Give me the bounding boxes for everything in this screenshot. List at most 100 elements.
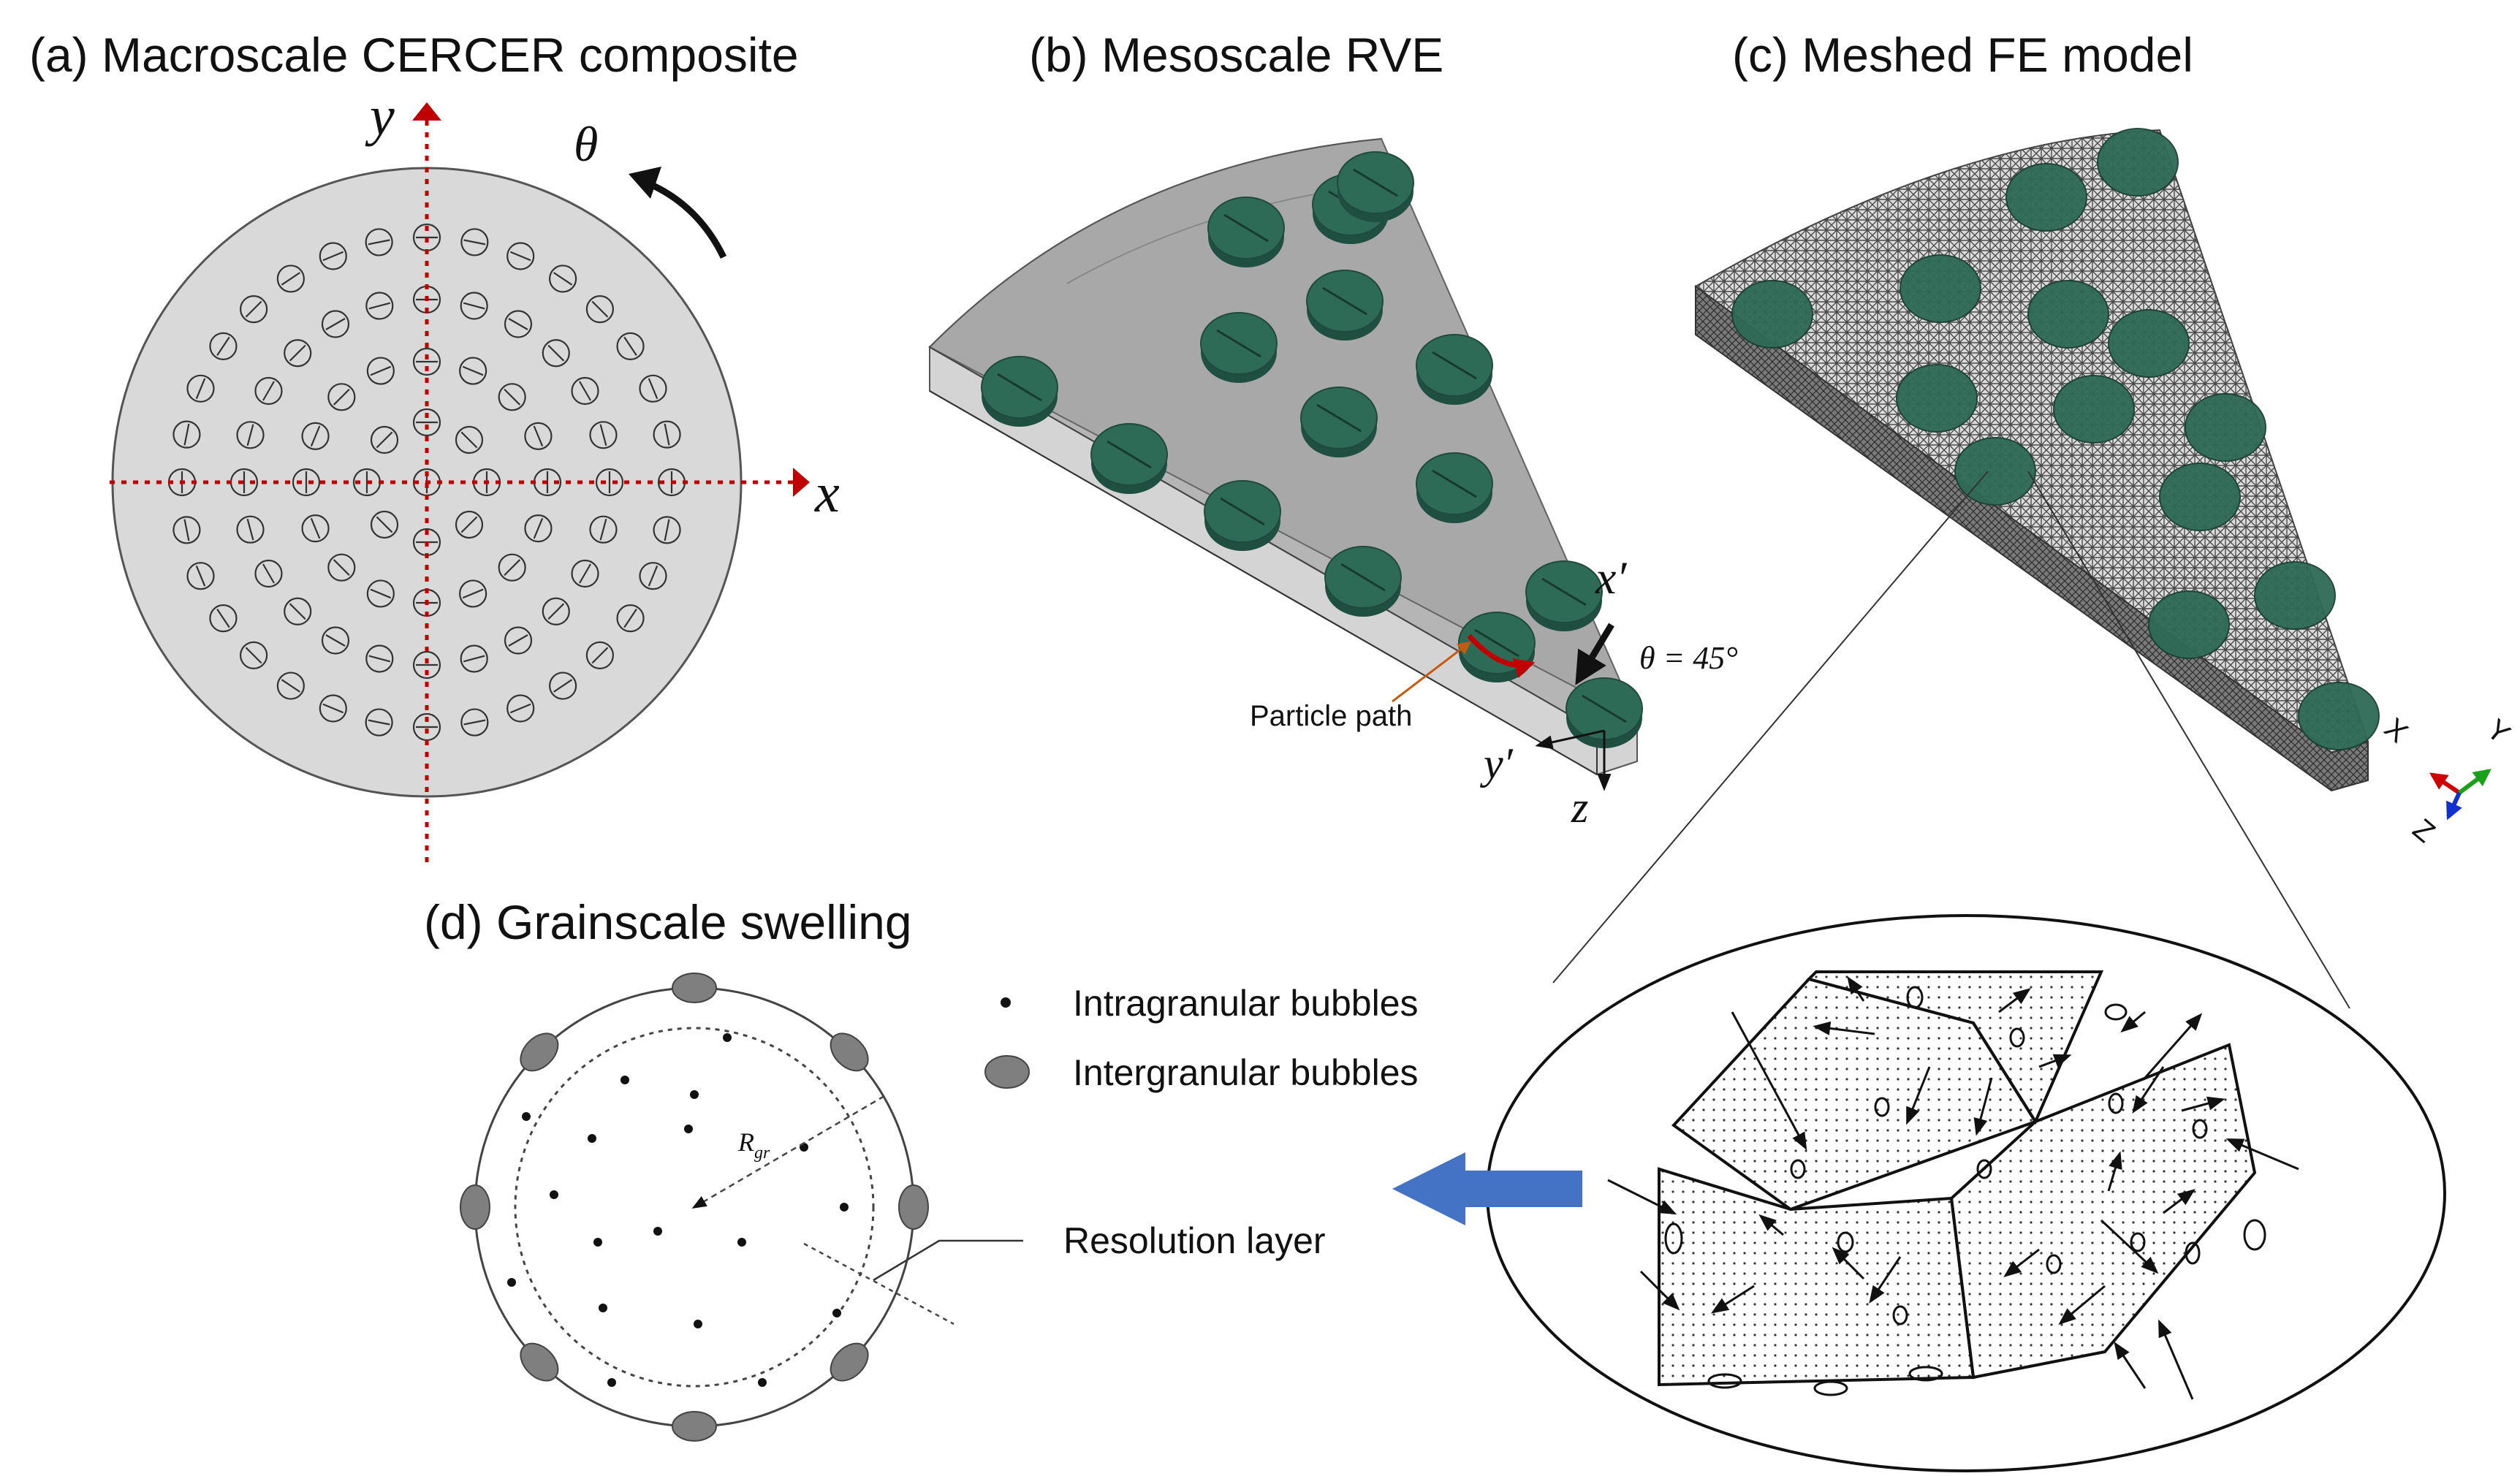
intragranular-bubble [507, 1278, 516, 1287]
fe-particle [1731, 280, 1813, 349]
macroscale-particle [412, 347, 441, 376]
macroscale-particle [327, 553, 356, 582]
intergranular-bubble [672, 973, 717, 1003]
macroscale-particle [616, 332, 645, 360]
panel-c: (c) Meshed FE model X Y Z [1392, 28, 2516, 1472]
mesoscale-particle [1324, 546, 1402, 617]
y-prime-axis-arrow [1535, 729, 1605, 750]
intragranular-bubble [522, 1112, 531, 1121]
macroscale-particle [321, 310, 350, 338]
triad-x-label: X [2378, 712, 2414, 749]
macroscale-particle [595, 468, 624, 497]
radius-label: Rgr [737, 1127, 770, 1163]
resolution-layer-label: Resolution layer [1063, 1220, 1326, 1261]
mesoscale-particle [1458, 612, 1536, 682]
macroscale-particle [504, 626, 533, 655]
macroscale-particle [455, 425, 484, 454]
panel-b-title: (b) Mesoscale RVE [1029, 28, 1443, 82]
macroscale-particle [365, 292, 394, 320]
intragranular-bubble [593, 1238, 602, 1247]
intergranular-bubble [830, 1032, 869, 1072]
macroscale-particle [186, 562, 215, 590]
macroscale-particle [549, 265, 577, 293]
macroscale-particle [616, 604, 645, 633]
macroscale-particle [542, 339, 570, 368]
theta-label: θ [574, 116, 598, 172]
intergranular-bubble [520, 1032, 559, 1072]
intra-legend-dot [1001, 997, 1011, 1008]
panel-d: (d) Grainscale swelling Rgr Resolution l… [424, 895, 1419, 1442]
fe-particle [1896, 364, 1978, 433]
intra-legend-label: Intragranular bubbles [1073, 983, 1419, 1024]
panel-b: (b) Mesoscale RVE Particle path x′ θ = 4… [927, 28, 1738, 832]
fe-particle [2053, 375, 2135, 444]
panel-a-title: (a) Macroscale CERCER composite [29, 28, 799, 82]
intragranular-bubble [840, 1203, 849, 1211]
fe-particle [2097, 128, 2179, 197]
zoom-line-left [1552, 471, 1989, 984]
macroscale-particle [319, 242, 347, 270]
fe-particle [2298, 682, 2380, 750]
particle-path-arc [1467, 634, 1536, 678]
resolution-dash-line [803, 1242, 955, 1325]
macroscale-particle [460, 708, 489, 737]
intragranular-bubble [684, 1125, 693, 1133]
mesoscale-particle [1207, 197, 1285, 267]
y-axis-label: y [365, 85, 395, 147]
intragranular-bubble [620, 1076, 629, 1084]
intergranular-bubbles [460, 973, 929, 1442]
grain-structure-sketch [1607, 970, 2299, 1400]
fe-particle [2185, 393, 2266, 462]
macroscale-particle [455, 510, 484, 539]
x-axis-arrowhead [793, 468, 810, 497]
macroscale-particle [585, 295, 614, 324]
macroscale-particle [276, 672, 305, 700]
x-prime-label: x′ [1595, 552, 1627, 604]
macroscale-particle [366, 357, 395, 385]
mesoscale-particle [1416, 452, 1493, 523]
intragranular-bubble [550, 1190, 558, 1199]
mesoscale-particle [1300, 387, 1378, 457]
macroscale-particle [365, 228, 393, 256]
fe-particle [2148, 590, 2230, 659]
macroscale-particle [459, 357, 487, 385]
y-prime-label: y′ [1479, 739, 1514, 788]
macroscale-particle [639, 374, 667, 403]
rotation-arrow [645, 179, 727, 259]
fe-particle [2005, 163, 2087, 232]
panel-c-title: (c) Meshed FE model [1732, 28, 2193, 82]
intergranular-bubble [898, 1184, 929, 1230]
macroscale-particle [366, 579, 395, 608]
macroscale-particle [236, 421, 265, 449]
inter-legend-bubble [984, 1055, 1030, 1089]
intragranular-bubble [832, 1309, 841, 1317]
macroscale-particle [292, 468, 321, 497]
mesoscale-particle [1200, 312, 1278, 383]
macroscale-particle [254, 559, 283, 588]
x-axis-label: x [814, 463, 840, 524]
macroscale-particle [589, 421, 618, 449]
macroscale-particle [585, 641, 614, 669]
fe-particle [2108, 309, 2190, 378]
macroscale-particle [301, 422, 330, 450]
macroscale-particle [365, 708, 393, 737]
macroscale-particle [498, 553, 526, 582]
fe-particle [1900, 254, 1981, 323]
intragranular-bubble [690, 1090, 699, 1099]
mesoscale-particles [981, 151, 1643, 748]
mesoscale-particle [1204, 480, 1281, 551]
macroscale-particle [571, 559, 599, 588]
macroscale-particle [504, 310, 533, 338]
macroscale-particle [172, 420, 201, 449]
macroscale-particle [506, 694, 535, 723]
triad-y-label: Y [2481, 713, 2516, 750]
intragranular-bubble [758, 1378, 767, 1387]
rotation-arrowhead [629, 167, 661, 199]
macroscale-particle [370, 510, 399, 539]
resolution-leader [873, 1239, 1023, 1282]
macroscale-particle [460, 292, 488, 320]
particle-path-label: Particle path [1250, 700, 1412, 732]
zoom-direction-arrow [1392, 1152, 1582, 1225]
macroscale-particle [653, 516, 681, 544]
